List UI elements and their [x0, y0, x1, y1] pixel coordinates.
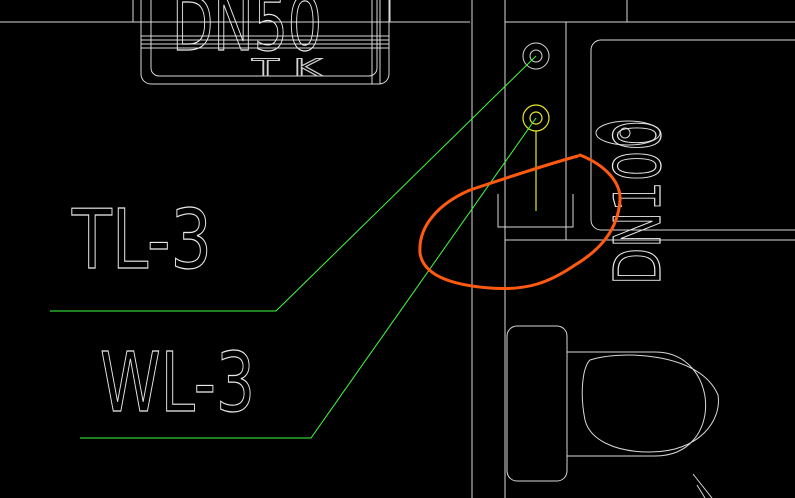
riser-tl3-outer	[522, 42, 550, 70]
review-markup-circle	[418, 153, 622, 291]
riser-wl3-inner	[529, 111, 543, 125]
pipe-risers	[522, 42, 550, 211]
leader-line-wl3	[80, 117, 537, 439]
drain-bracket-outline	[497, 194, 574, 228]
basin-outline	[590, 39, 795, 231]
top-text-block: DN50 T K	[0, 0, 470, 85]
leader-lines	[50, 55, 537, 439]
pipe-label-tl3: TL-3	[71, 193, 212, 288]
right-basin-fixture: DN100	[590, 39, 795, 286]
toilet-bowl-inner	[581, 354, 719, 453]
arrow-mark-line	[692, 473, 713, 498]
toilet-tank	[506, 325, 568, 482]
leader-line-tl3	[50, 55, 537, 312]
corner-marks	[692, 473, 713, 498]
toilet-bowl-outer	[567, 351, 707, 457]
floor-drain-bracket	[497, 194, 574, 228]
arrow-mark-line	[696, 484, 706, 498]
drain-hole	[619, 127, 631, 139]
pipe-size-label-dn100: DN100	[602, 120, 676, 285]
pipe-label-wl3: WL-3	[100, 336, 255, 431]
fixture-outline	[140, 0, 390, 85]
walls	[471, 0, 795, 498]
pipe-size-label-dn50: DN50	[172, 0, 322, 68]
basin-bowl	[595, 120, 661, 146]
tk-label: T K	[250, 54, 324, 82]
fixture-inner-outline	[150, 0, 378, 77]
riser-tl3-inner	[529, 49, 543, 63]
toilet-fixture	[506, 325, 719, 482]
